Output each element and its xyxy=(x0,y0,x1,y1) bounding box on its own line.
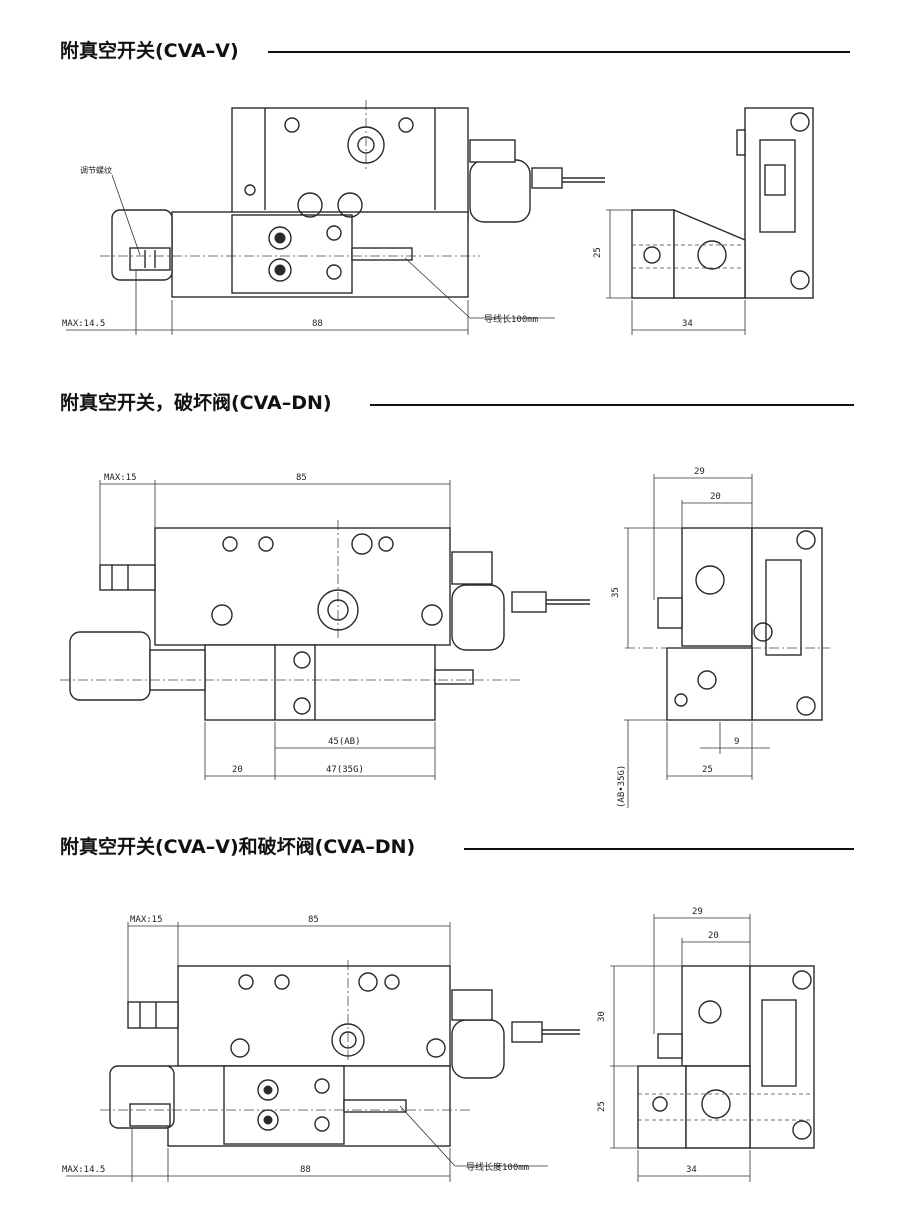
section-3-title: 附真空开关(CVA–V)和破坏阀(CVA–DN) xyxy=(60,836,416,858)
dim-34-side: 34 xyxy=(682,319,693,329)
dim-max-15-top: MAX:15 xyxy=(130,915,163,925)
section-1-rule xyxy=(268,51,850,53)
lead-length-label: 导线长100mm xyxy=(484,313,538,325)
section-2-rule xyxy=(370,404,854,406)
dim-34-combined: 34 xyxy=(686,1165,697,1175)
dim-88: 88 xyxy=(312,319,323,329)
dim-max-14-5-bottom: MAX:14.5 xyxy=(62,1165,105,1175)
dim-25-side: 25 xyxy=(593,247,603,258)
dim-9: 9 xyxy=(734,737,739,747)
section-3-rule xyxy=(464,848,854,850)
cva-dn-front-view xyxy=(60,520,590,721)
dim-20: 20 xyxy=(232,765,243,775)
cva-v-side-view xyxy=(631,107,814,299)
cva-dn-side-view xyxy=(625,527,830,721)
adjust-thread-label: 调节螺纹 xyxy=(80,165,112,175)
dim-29-combined: 29 xyxy=(692,907,703,917)
dim-25-combined: 25 xyxy=(597,1101,607,1112)
dim-88-bottom: 88 xyxy=(300,1165,311,1175)
dim-47-35g: 47(35G) xyxy=(326,765,364,775)
section-1-title: 附真空开关(CVA–V) xyxy=(60,40,239,62)
dim-85-top: 85 xyxy=(308,915,319,925)
dim-30: 30 xyxy=(597,1011,607,1022)
section-2-drawing: MAX:15 85 45(AB) 20 47(35G) 29 20 35 (AB… xyxy=(60,467,830,808)
section-1-drawing: MAX:14.5 88 导线长100mm 调节螺纹 25 34 xyxy=(62,100,814,335)
combined-side-view xyxy=(637,965,815,1149)
section-3-drawing: MAX:15 85 MAX:14.5 88 导线长度100mm 29 20 30… xyxy=(62,907,815,1182)
dim-45-ab: 45(AB) xyxy=(328,737,361,747)
section-2-title: 附真空开关，破坏阀(CVA–DN) xyxy=(60,392,332,414)
dim-29: 29 xyxy=(694,467,705,477)
dim-max-14-5: MAX:14.5 xyxy=(62,319,105,329)
dim-max-15: MAX:15 xyxy=(104,473,137,483)
dim-85: 85 xyxy=(296,473,307,483)
dim-20-side: 20 xyxy=(710,492,721,502)
dim-20-combined: 20 xyxy=(708,931,719,941)
dim-ab-35g: (AB•35G) xyxy=(617,765,627,808)
cva-v-front-view xyxy=(100,100,605,298)
dim-25: 25 xyxy=(702,765,713,775)
lead-length-label-2: 导线长度100mm xyxy=(466,1161,529,1173)
combined-front-view xyxy=(100,960,580,1147)
dim-35: 35 xyxy=(611,587,621,598)
